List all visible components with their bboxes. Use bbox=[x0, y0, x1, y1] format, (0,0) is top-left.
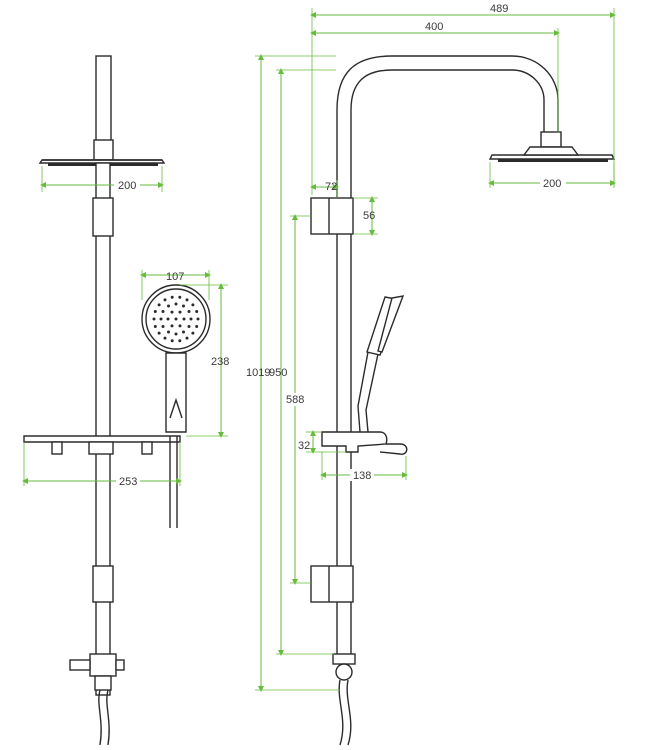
nozzle-dot bbox=[187, 310, 191, 313]
main-pipe-front bbox=[95, 162, 111, 696]
nozzle-dot bbox=[161, 325, 165, 328]
nozzle-dot bbox=[182, 317, 186, 321]
lower-bracket-front bbox=[92, 565, 114, 603]
nozzle-dot bbox=[157, 331, 161, 335]
dim-head-width-side: 200 bbox=[543, 178, 561, 190]
diverter-valve-side bbox=[332, 653, 356, 746]
nozzle-dot bbox=[161, 310, 165, 313]
nozzle-dot bbox=[187, 325, 191, 328]
nozzle-dot bbox=[159, 317, 163, 321]
upper-bracket-side bbox=[310, 197, 354, 235]
dim-bracket-span: 588 bbox=[286, 394, 304, 406]
nozzle-dot bbox=[174, 302, 178, 306]
nozzle-dot bbox=[185, 298, 189, 302]
nozzle-dot bbox=[195, 325, 199, 328]
nozzle-dot bbox=[152, 317, 156, 321]
arched-arm bbox=[336, 55, 559, 660]
upper-bracket-front bbox=[92, 197, 114, 237]
nozzle-dot bbox=[178, 339, 182, 343]
dim-total-width: 489 bbox=[490, 3, 508, 15]
nozzle-dot bbox=[170, 324, 174, 328]
dim-arm-width: 400 bbox=[425, 21, 443, 33]
nozzle-dot bbox=[178, 324, 182, 328]
nozzle-dot bbox=[153, 325, 157, 328]
nozzle-dot bbox=[174, 332, 178, 336]
nozzle-dot bbox=[178, 295, 182, 299]
nozzle-dot bbox=[182, 304, 185, 308]
nozzle-dot bbox=[191, 303, 195, 307]
nozzle-dot bbox=[153, 310, 157, 313]
nozzle-dot bbox=[189, 317, 193, 321]
dim-shelf-depth: 138 bbox=[353, 470, 371, 482]
dim-bracket-offset: 72 bbox=[325, 181, 337, 193]
shelf-side bbox=[321, 431, 388, 453]
hand-shower-front bbox=[141, 284, 211, 433]
dim-head-width-front: 200 bbox=[118, 180, 136, 192]
dim-hand-shower-height: 238 bbox=[211, 356, 229, 368]
side-view bbox=[310, 55, 616, 746]
nozzle-dot bbox=[166, 317, 170, 321]
dimension-labels: 489 400 200 200 72 56 107 238 1019 950 5… bbox=[114, 3, 566, 488]
hand-shower-side bbox=[357, 295, 405, 433]
nozzle-dot bbox=[196, 317, 200, 321]
shelf-front bbox=[23, 435, 181, 443]
nozzle-dot bbox=[174, 317, 178, 321]
head-connector-side bbox=[540, 131, 562, 148]
nozzle-dot bbox=[167, 304, 170, 308]
nozzle-dot bbox=[163, 298, 167, 302]
shelf-hook-left bbox=[51, 441, 63, 455]
nozzle-dot bbox=[182, 330, 185, 334]
diverter-valve-front bbox=[69, 653, 125, 746]
pipe-joint bbox=[93, 139, 114, 161]
front-view bbox=[23, 55, 211, 746]
nozzle-dot bbox=[170, 295, 174, 299]
dim-total-height-b: 950 bbox=[269, 367, 287, 379]
top-pipe bbox=[95, 55, 112, 149]
nozzle-dot bbox=[178, 310, 182, 314]
nozzle-dot bbox=[170, 339, 174, 343]
dim-total-height-a: 1019 bbox=[246, 367, 270, 379]
nozzle-dot bbox=[191, 331, 195, 335]
nozzle-dot bbox=[185, 336, 189, 340]
dim-bracket-height: 56 bbox=[363, 210, 375, 222]
hose-front bbox=[169, 436, 178, 528]
nozzle-dot bbox=[157, 303, 161, 307]
shelf-hook-right bbox=[141, 441, 153, 455]
nozzle-dot bbox=[195, 310, 199, 313]
shelf-clamp bbox=[88, 441, 114, 455]
dim-hand-shower-width: 107 bbox=[166, 271, 184, 283]
lower-bracket-side bbox=[310, 565, 354, 603]
dim-shelf-width: 253 bbox=[119, 476, 137, 488]
nozzle-dot bbox=[167, 330, 170, 334]
nozzle-dot bbox=[163, 336, 167, 340]
dim-shelf-thickness: 32 bbox=[298, 440, 310, 452]
nozzle-dot bbox=[170, 310, 174, 314]
